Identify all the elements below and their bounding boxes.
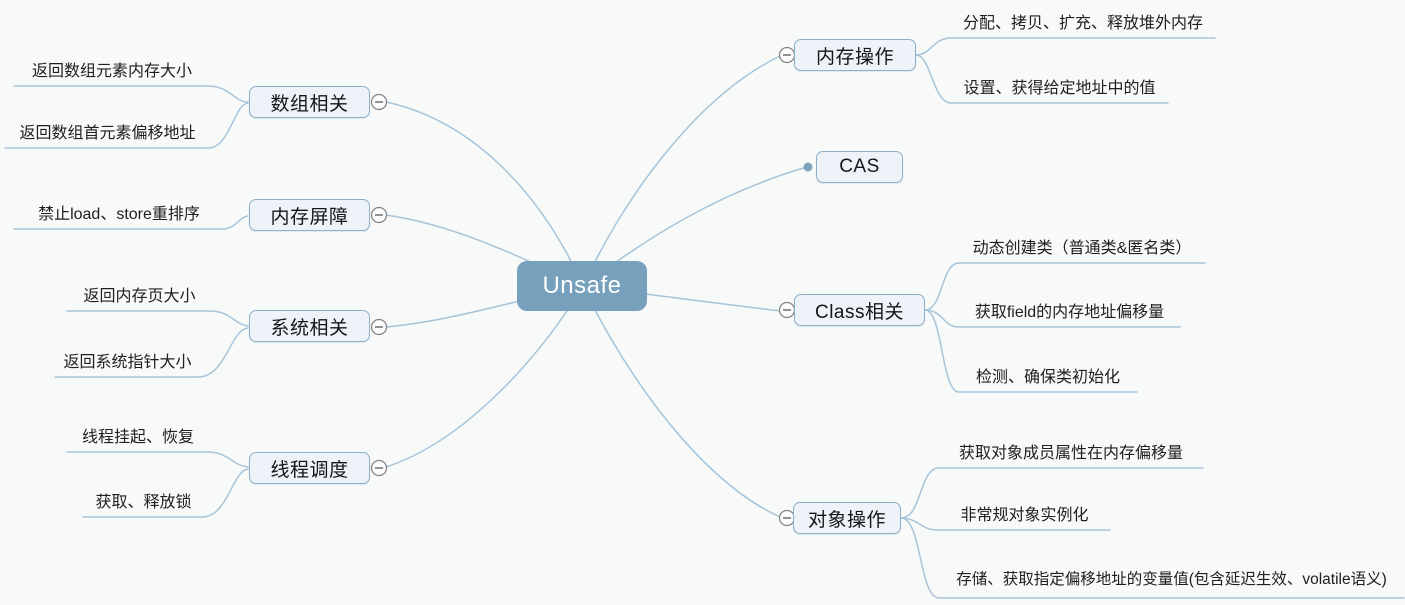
leaf-topic[interactable]: 返回数组元素内存大小	[31, 63, 192, 80]
leaf-topic[interactable]: 存储、获取指定偏移地址的变量值(包含延迟生效、volatile语义)	[956, 571, 1387, 588]
collapse-minus-icon[interactable]	[370, 459, 388, 477]
branch-node-class-related[interactable]: Class相关	[794, 294, 925, 326]
filled-dot-icon	[803, 162, 813, 172]
collapse-buttons	[370, 46, 813, 527]
leaf-topic[interactable]: 分配、拷贝、扩充、释放堆外内存	[962, 15, 1203, 32]
collapse-minus-icon[interactable]	[778, 301, 796, 319]
leaf-topic[interactable]: 获取对象成员属性在内存偏移量	[958, 445, 1183, 462]
leaf-topic[interactable]: 非常规对象实例化	[960, 507, 1089, 524]
leaf-topic[interactable]: 动态创建类（普通类&匿名类）	[972, 240, 1192, 257]
leaf-topic[interactable]: 返回系统指针大小	[63, 354, 192, 371]
branch-node-memory-barrier[interactable]: 内存屏障	[249, 199, 370, 231]
leaf-topic[interactable]: 线程挂起、恢复	[81, 429, 194, 446]
branch-node-memory-operation[interactable]: 内存操作	[794, 39, 916, 71]
leaf-topic[interactable]: 禁止load、store重排序	[38, 206, 200, 223]
branch-node-thread-scheduling[interactable]: 线程调度	[249, 452, 370, 484]
collapse-minus-icon[interactable]	[370, 93, 388, 111]
collapse-minus-icon[interactable]	[778, 46, 796, 64]
branch-node-array-related[interactable]: 数组相关	[249, 86, 370, 118]
leaf-topic[interactable]: 返回内存页大小	[83, 288, 196, 305]
leaf-topic[interactable]: 获取、释放锁	[95, 494, 192, 511]
branch-curves	[4, 37, 1405, 599]
leaf-topic[interactable]: 检测、确保类初始化	[975, 369, 1120, 386]
central-topic-unsafe[interactable]: Unsafe	[517, 261, 647, 311]
branch-node-object-operation[interactable]: 对象操作	[793, 502, 901, 534]
leaf-topic[interactable]: 返回数组首元素偏移地址	[19, 125, 196, 142]
collapse-minus-icon[interactable]	[370, 318, 388, 336]
branch-node-cas[interactable]: CAS	[816, 151, 903, 183]
collapse-minus-icon[interactable]	[370, 206, 388, 224]
branch-node-system-related[interactable]: 系统相关	[249, 310, 370, 342]
leaf-topic[interactable]: 获取field的内存地址偏移量	[974, 304, 1165, 321]
leaf-topic[interactable]: 设置、获得给定地址中的值	[963, 80, 1156, 97]
